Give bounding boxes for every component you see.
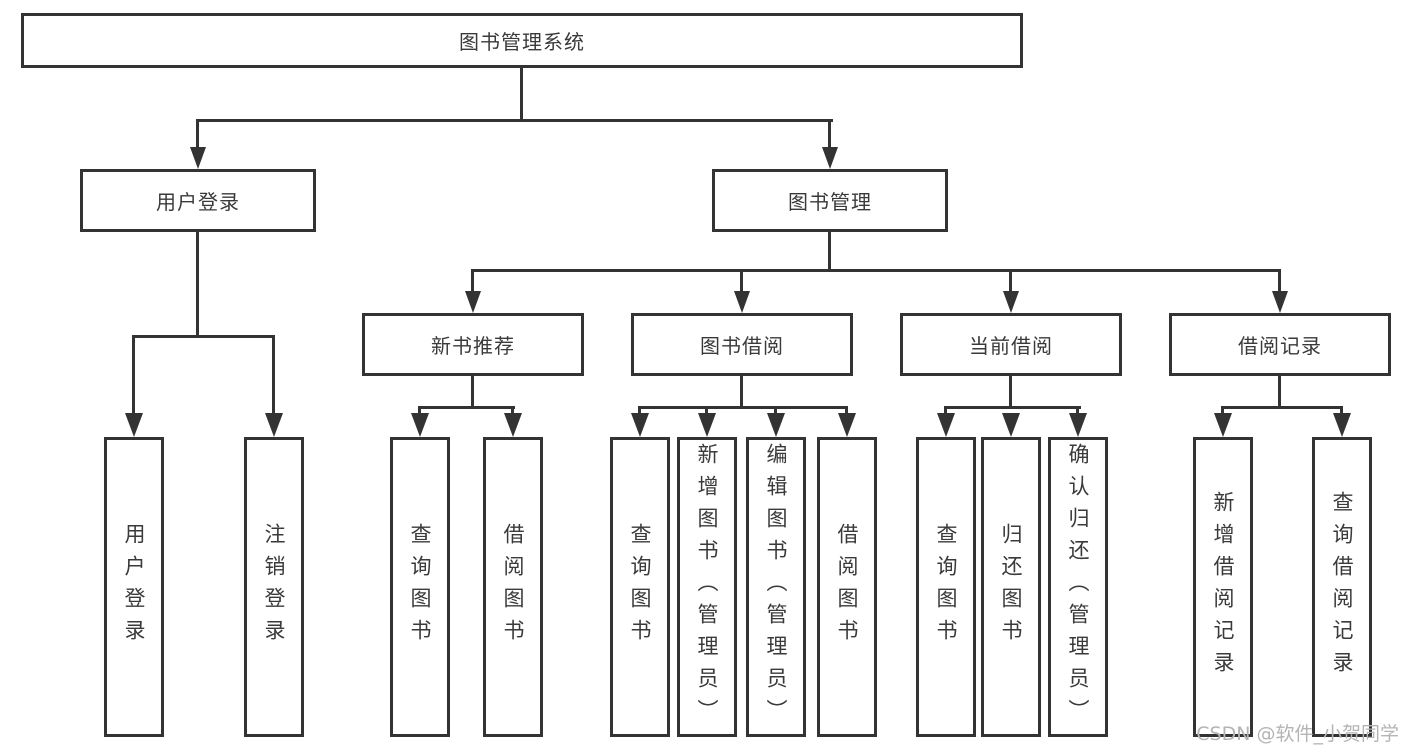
leaf-user-login: 用户登录 [104, 437, 164, 737]
arrow-down-icon [822, 147, 838, 169]
connector-segment [520, 68, 523, 122]
node-user-login: 用户登录 [80, 169, 316, 232]
leaf-return-books: 归还图书 [981, 437, 1041, 737]
connector-segment [705, 406, 708, 418]
connector-segment [1221, 406, 1224, 418]
leaf-label: 借阅图书 [835, 523, 859, 651]
leaf-label: 注销登录 [262, 523, 286, 651]
arrow-down-icon [767, 413, 785, 437]
connector-segment [471, 269, 474, 295]
arrow-down-icon [190, 147, 206, 169]
leaf-label: 归还图书 [999, 523, 1023, 651]
connector-segment [418, 406, 515, 409]
node-new-book-recommendation: 新书推荐 [362, 313, 584, 376]
node-library-system-root: 图书管理系统 [21, 13, 1023, 68]
connector-segment [1009, 269, 1012, 295]
leaf-label: 新增图书（管理员） [695, 443, 719, 731]
arrow-down-icon [411, 413, 429, 437]
leaf-label: 查询图书 [934, 523, 958, 651]
connector-segment [944, 406, 1081, 409]
leaf-borrow-books-borrow: 借阅图书 [817, 437, 877, 737]
connector-segment [196, 119, 199, 151]
connector-segment [828, 232, 831, 272]
connector-segment [1340, 406, 1343, 418]
leaf-label: 借阅图书 [501, 523, 525, 651]
arrow-down-icon [1214, 413, 1232, 437]
watermark-text: CSDN @软件_小贺同学 [1196, 723, 1399, 745]
connector-segment [638, 406, 641, 418]
connector-segment [132, 335, 135, 417]
connector-segment [1278, 269, 1281, 295]
arrow-down-icon [1069, 413, 1087, 437]
node-label: 图书借阅 [700, 334, 784, 358]
leaf-query-books-borrow: 查询图书 [610, 437, 670, 737]
connector-segment [740, 269, 743, 295]
node-book-management: 图书管理 [712, 169, 948, 232]
leaf-query-books-current: 查询图书 [916, 437, 976, 737]
connector-segment [1076, 406, 1079, 418]
node-label: 图书管理 [788, 190, 872, 214]
arrow-down-icon [734, 291, 750, 313]
arrow-down-icon [465, 291, 481, 313]
connector-segment [774, 406, 777, 418]
leaf-edit-books-admin: 编辑图书（管理员） [746, 437, 806, 737]
connector-segment [132, 335, 275, 338]
node-book-borrowing: 图书借阅 [631, 313, 853, 376]
leaf-add-books-admin: 新增图书（管理员） [677, 437, 737, 737]
connector-segment [1278, 376, 1281, 409]
connector-segment [196, 119, 833, 122]
connector-segment [418, 406, 421, 418]
leaf-label: 确认归还（管理员） [1066, 443, 1090, 731]
arrow-down-icon [265, 413, 283, 437]
arrow-down-icon [698, 413, 716, 437]
arrow-down-icon [1333, 413, 1351, 437]
leaf-label: 查询借阅记录 [1330, 491, 1354, 683]
leaf-query-borrow-record: 查询借阅记录 [1312, 437, 1372, 737]
connector-segment [471, 376, 474, 409]
arrow-down-icon [504, 413, 522, 437]
arrow-down-icon [1003, 291, 1019, 313]
arrow-down-icon [1272, 291, 1288, 313]
arrow-down-icon [838, 413, 856, 437]
connector-segment [471, 269, 1281, 272]
connector-segment [511, 406, 514, 418]
leaf-add-borrow-record: 新增借阅记录 [1193, 437, 1253, 737]
node-current-borrowing: 当前借阅 [900, 313, 1122, 376]
leaf-query-books-newbook: 查询图书 [390, 437, 450, 737]
connector-segment [1221, 406, 1343, 409]
connector-segment [196, 232, 199, 338]
leaf-label: 用户登录 [122, 523, 146, 651]
node-label: 新书推荐 [431, 334, 515, 358]
node-label: 当前借阅 [969, 334, 1053, 358]
node-borrowing-records: 借阅记录 [1169, 313, 1391, 376]
arrow-down-icon [631, 413, 649, 437]
node-label: 图书管理系统 [459, 30, 585, 54]
leaf-label: 新增借阅记录 [1211, 491, 1235, 683]
connector-segment [944, 406, 947, 418]
connector-segment [272, 335, 275, 417]
node-label: 借阅记录 [1238, 334, 1322, 358]
node-label: 用户登录 [156, 190, 240, 214]
arrow-down-icon [937, 413, 955, 437]
connector-segment [740, 376, 743, 409]
connector-segment [1009, 376, 1012, 409]
leaf-confirm-return-admin: 确认归还（管理员） [1048, 437, 1108, 737]
arrow-down-icon [1002, 413, 1020, 437]
arrow-down-icon [125, 413, 143, 437]
leaf-label: 查询图书 [628, 523, 652, 651]
connector-segment [828, 119, 831, 151]
connector-segment [845, 406, 848, 418]
connector-segment [638, 406, 848, 409]
leaf-logout-login: 注销登录 [244, 437, 304, 737]
leaf-borrow-books-newbook: 借阅图书 [483, 437, 543, 737]
leaf-label: 查询图书 [408, 523, 432, 651]
leaf-label: 编辑图书（管理员） [764, 443, 788, 731]
